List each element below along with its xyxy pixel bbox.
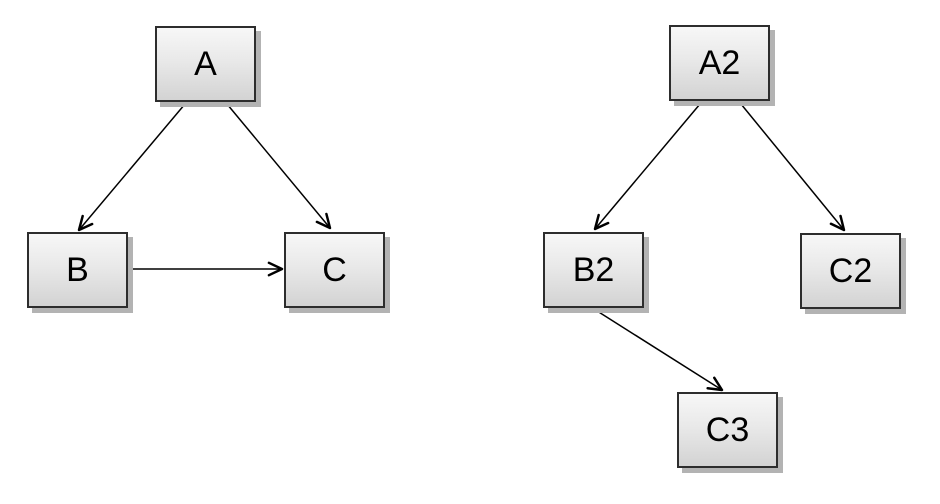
edge-a-to-c-arrow xyxy=(226,103,332,230)
node-c3-label: C3 xyxy=(705,411,750,449)
node-c[interactable]: C xyxy=(284,232,385,308)
node-c3[interactable]: C3 xyxy=(677,392,778,468)
node-b-label: B xyxy=(66,251,89,289)
edge-b2-to-c3-arrow xyxy=(593,308,724,392)
edge-a2-to-c2-arrow xyxy=(740,103,846,232)
node-c-label: C xyxy=(322,251,347,289)
edge-a2-to-b2-arrow xyxy=(593,103,701,231)
node-b[interactable]: B xyxy=(27,232,128,308)
node-c2-label: C2 xyxy=(828,252,873,290)
node-a[interactable]: A xyxy=(155,26,256,102)
node-a2-label: A2 xyxy=(698,44,741,82)
node-c2[interactable]: C2 xyxy=(800,233,901,309)
node-b2-label: B2 xyxy=(572,251,615,289)
node-a-label: A xyxy=(194,45,217,83)
node-a2[interactable]: A2 xyxy=(669,25,770,101)
node-b2[interactable]: B2 xyxy=(543,232,644,308)
edge-a-to-b-arrow xyxy=(77,103,186,232)
